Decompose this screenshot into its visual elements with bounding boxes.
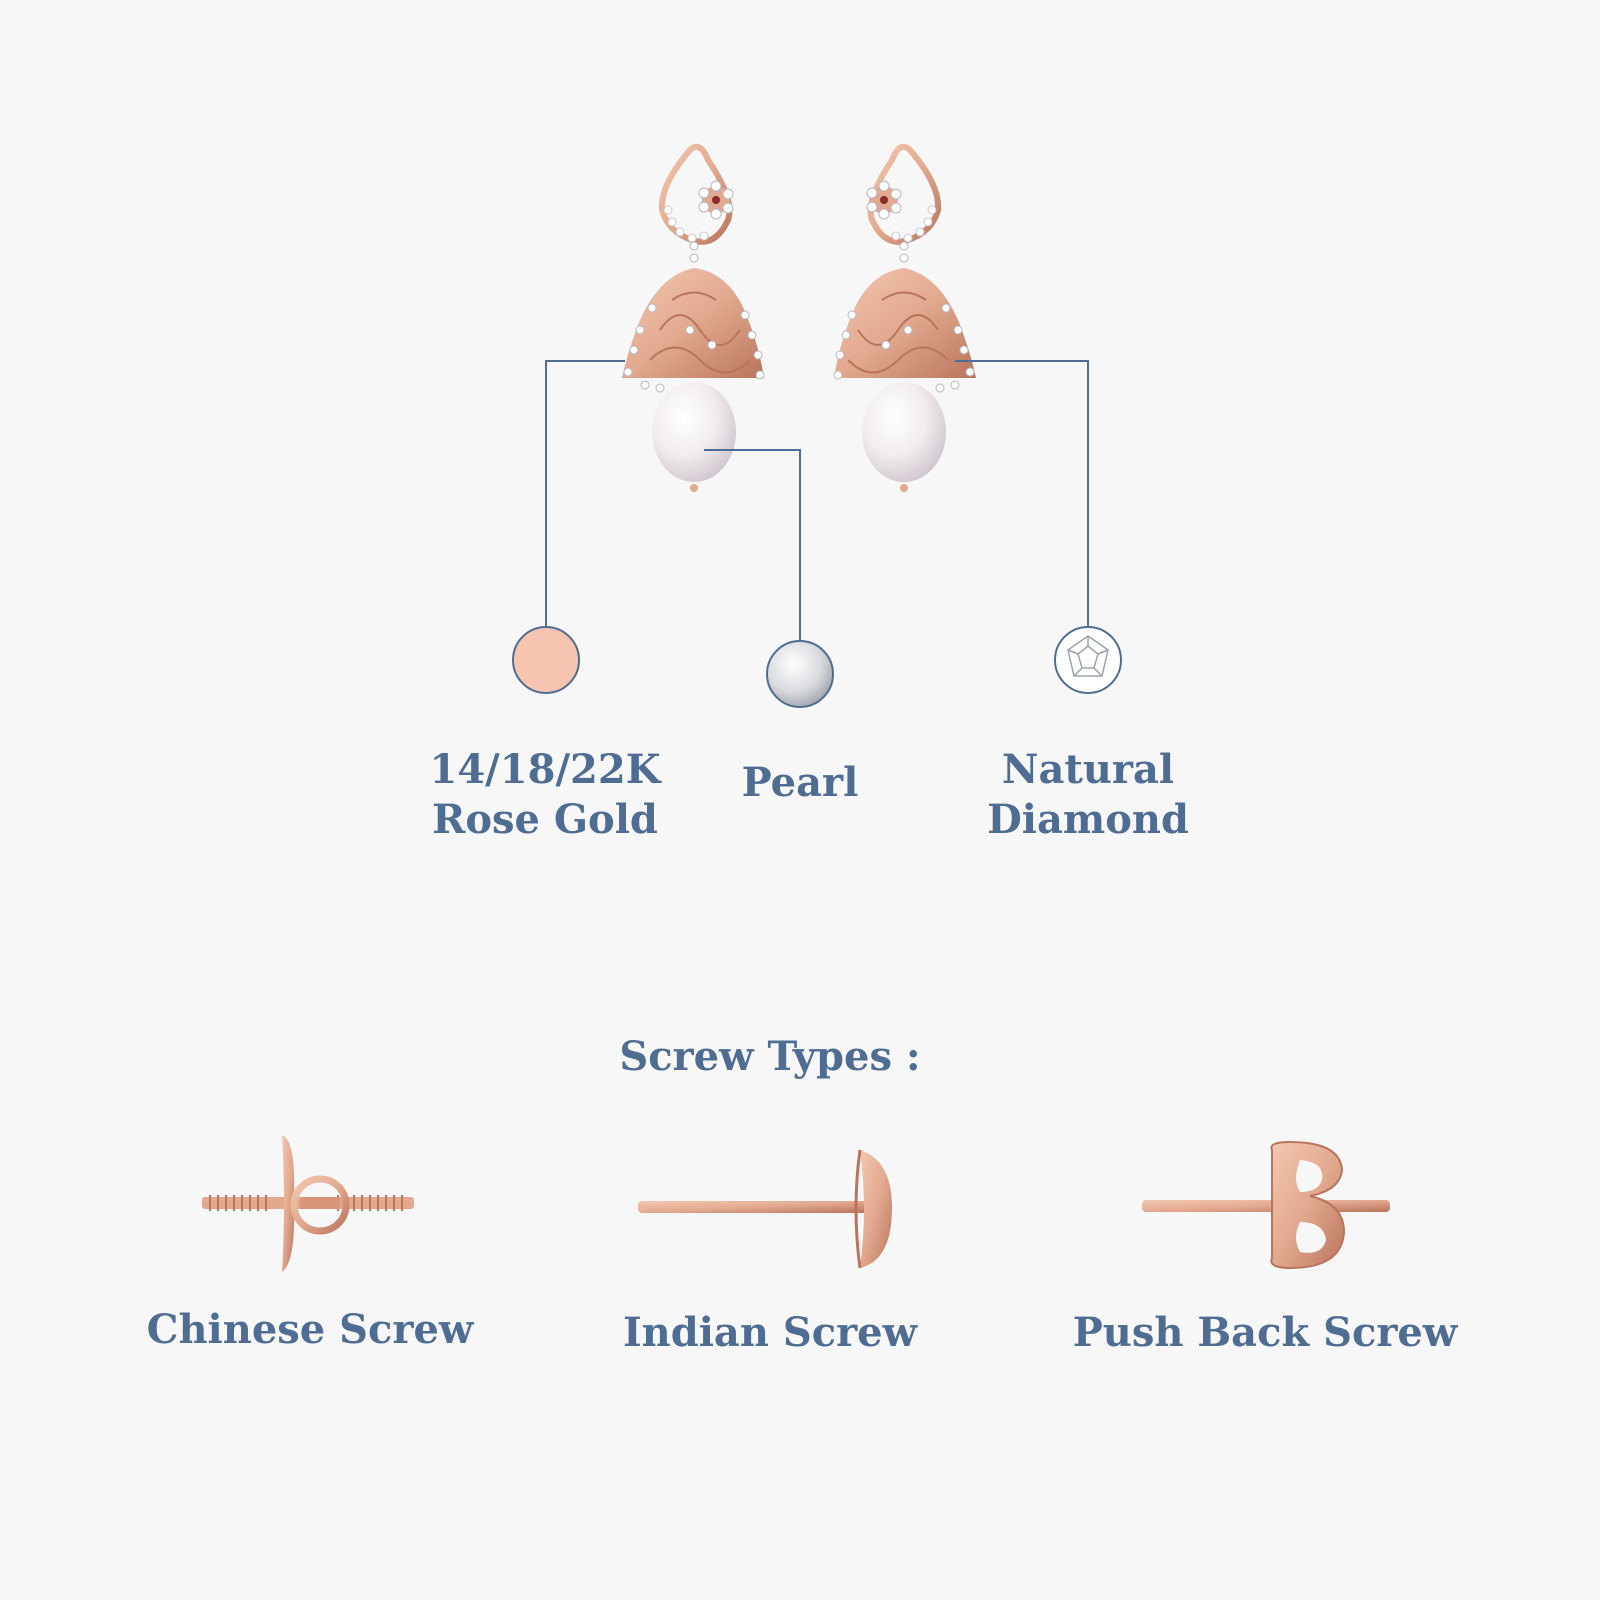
natural-diamond-label: Natural Diamond: [987, 746, 1189, 843]
push-back-screw-label: Push Back Screw: [1072, 1309, 1458, 1356]
push-back-screw-icon: [1142, 1140, 1390, 1270]
rose-gold-label: 14/18/22K Rose Gold: [429, 746, 661, 843]
pearl-leader-line: [704, 449, 801, 640]
rose-gold-swatch: [512, 626, 580, 694]
chinese-screw-label: Chinese Screw: [146, 1306, 474, 1353]
chinese-screw-icon: [202, 1135, 414, 1272]
left-earring-image: [622, 143, 765, 492]
pearl-swatch: [766, 640, 834, 708]
right-earring-image: [833, 143, 976, 492]
indian-screw-icon: [638, 1149, 892, 1269]
pearl-label: Pearl: [741, 759, 859, 806]
diamond-leader-line: [955, 360, 1089, 626]
indian-screw-label: Indian Screw: [622, 1309, 918, 1356]
gold-leader-line: [545, 360, 625, 626]
screw-types-title: Screw Types :: [619, 1033, 921, 1080]
diamond-swatch: [1054, 626, 1122, 694]
